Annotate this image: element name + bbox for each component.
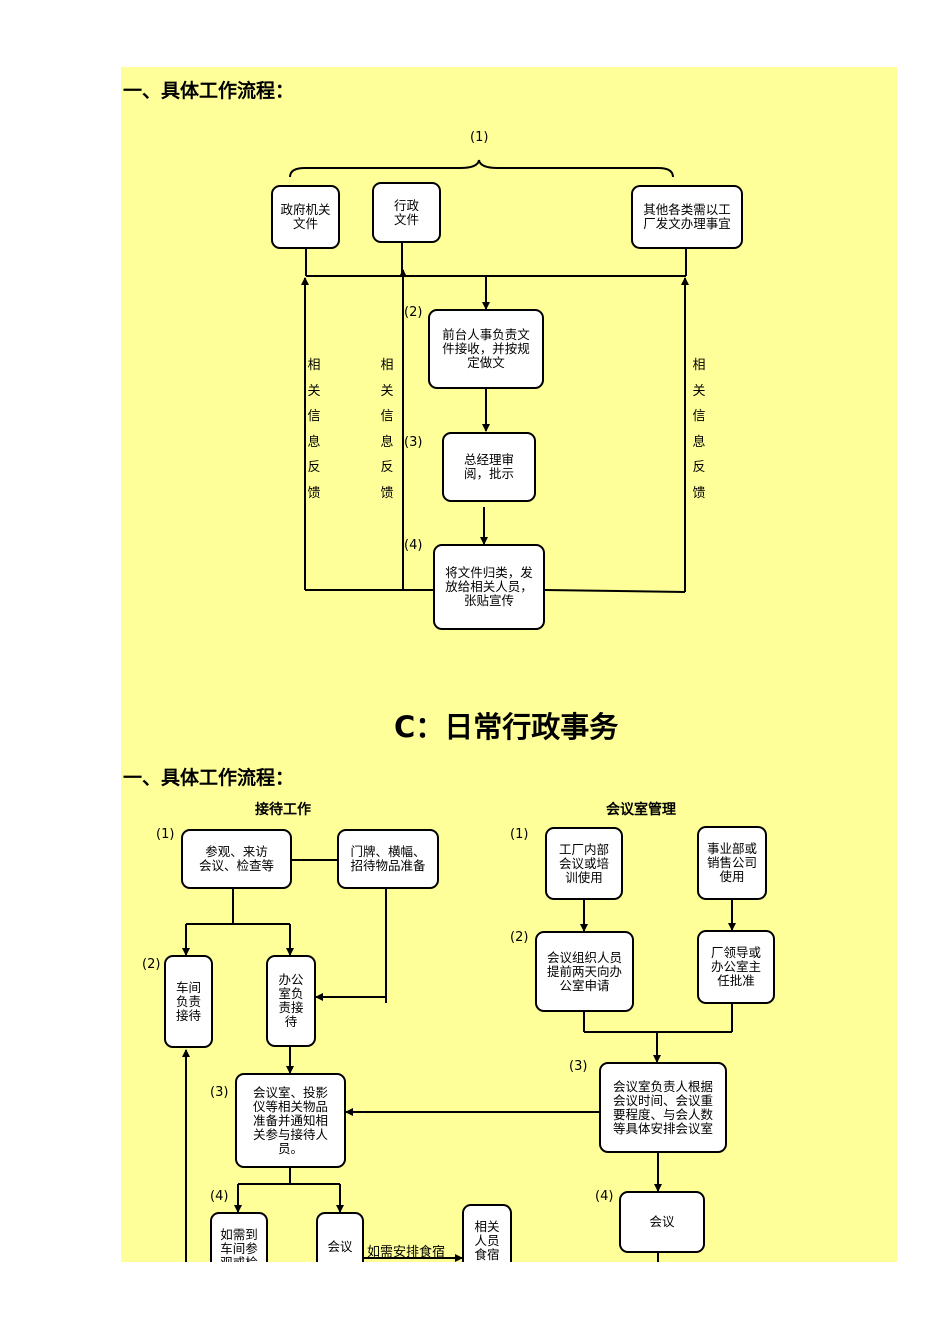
lodging-text: 相关 人员 食宿 [474, 1219, 500, 1262]
visit-inspection-text: 参观、来访 会议、检查等 [198, 844, 274, 873]
meeting-box: 会议 [619, 1191, 705, 1253]
meeting-step3-label: (3) [569, 1059, 588, 1074]
prepare-equipment-box: 会议室、投影 仪等相关物品 准备并通知相 关参与接待人 员。 [235, 1073, 346, 1168]
section-c-heading: 一、具体工作流程： [123, 767, 295, 789]
organizer-apply-box: 会议组织人员 提前两天向办 公室申请 [535, 931, 634, 1012]
internal-use-box: 工厂内部 会议或培 训使用 [545, 827, 623, 900]
other-matters-text: 其他各类需以工 厂发文办理事宜 [643, 202, 731, 231]
reception-meeting-text: 会议 [327, 1239, 353, 1254]
part1-step1-label: (1) [470, 130, 489, 145]
reception-title: 接待工作 [255, 802, 311, 818]
archive-distribute-text: 将文件归类，发 放给相关人员， 张贴宣传 [445, 565, 533, 608]
admin-document-box: 行政 文件 [372, 182, 441, 243]
sheet-background [121, 67, 897, 1262]
feedback-label-right: 相 关 信 息 反 馈 [692, 358, 706, 501]
part1-heading: 一、具体工作流程： [123, 80, 295, 102]
brace [289, 159, 674, 178]
feedback-label-left: 相 关 信 息 反 馈 [307, 358, 321, 501]
admin-document-text: 行政 文件 [393, 197, 419, 227]
reception-receive-text: 前台人事负责文 件接收，并按规 定做文 [442, 327, 530, 370]
division-use-box: 事业部或 销售公司 使用 [697, 826, 767, 900]
meeting-step4-label: (4) [595, 1189, 614, 1204]
office-reception-text: 办公 室负 责接 待 [278, 972, 304, 1029]
gov-document-box: 政府机关 文件 [271, 185, 340, 249]
meeting-text: 会议 [649, 1214, 675, 1229]
arrange-lodging-label: 如需安排食宿 [367, 1245, 446, 1260]
arrange-room-text: 会议室负责人根据 会议时间、会议重 要程度、与会人数 等具体安排会议室 [612, 1078, 713, 1136]
part1-step2-label: (2) [404, 305, 423, 320]
feedback-label-middle: 相 关 信 息 反 馈 [380, 358, 394, 501]
organizer-apply-text: 会议组织人员 提前两天向办 公室申请 [546, 949, 622, 993]
arrange-room-box: 会议室负责人根据 会议时间、会议重 要程度、与会人数 等具体安排会议室 [599, 1062, 727, 1153]
visit-inspection-box: 参观、来访 会议、检查等 [181, 829, 292, 889]
other-matters-box: 其他各类需以工 厂发文办理事宜 [631, 185, 743, 249]
office-reception-box: 办公 室负 责接 待 [266, 955, 316, 1047]
reception-step2-label: (2) [142, 957, 161, 972]
gov-document-text: 政府机关 文件 [280, 202, 331, 231]
signs-banners-text: 门牌、横幅、 招待物品准备 [350, 844, 426, 873]
part1-step4-label: (4) [404, 538, 423, 553]
reception-step3-label: (3) [210, 1085, 229, 1100]
archive-distribute-box: 将文件归类，发 放给相关人员， 张贴宣传 [433, 544, 545, 630]
prepare-equipment-text: 会议室、投影 仪等相关物品 准备并通知相 关参与接待人 员。 [252, 1084, 328, 1156]
meeting-step1-label: (1) [510, 827, 529, 842]
gm-review-text: 总经理审 阅，批示 [463, 452, 514, 481]
internal-use-text: 工厂内部 会议或培 训使用 [558, 841, 609, 885]
leader-approve-text: 厂领导或 办公室主 任批准 [710, 945, 761, 988]
workshop-reception-box: 车间 负责 接待 [164, 955, 213, 1048]
reception-receive-box: 前台人事负责文 件接收，并按规 定做文 [428, 309, 544, 389]
workshop-reception-text: 车间 负责 接待 [175, 979, 201, 1023]
section-c-title: C：日常行政事务 [394, 710, 619, 744]
reception-step4-label: (4) [210, 1189, 229, 1204]
meeting-step2-label: (2) [510, 930, 529, 945]
bottom-margin [0, 1262, 950, 1344]
reception-step1-label: (1) [156, 827, 175, 842]
part1-step3-label: (3) [404, 435, 423, 450]
meeting-room-title: 会议室管理 [606, 802, 676, 818]
signs-banners-box: 门牌、横幅、 招待物品准备 [337, 829, 439, 889]
gm-review-box: 总经理审 阅，批示 [442, 432, 536, 502]
division-use-text: 事业部或 销售公司 使用 [706, 841, 757, 884]
leader-approve-box: 厂领导或 办公室主 任批准 [697, 930, 775, 1004]
